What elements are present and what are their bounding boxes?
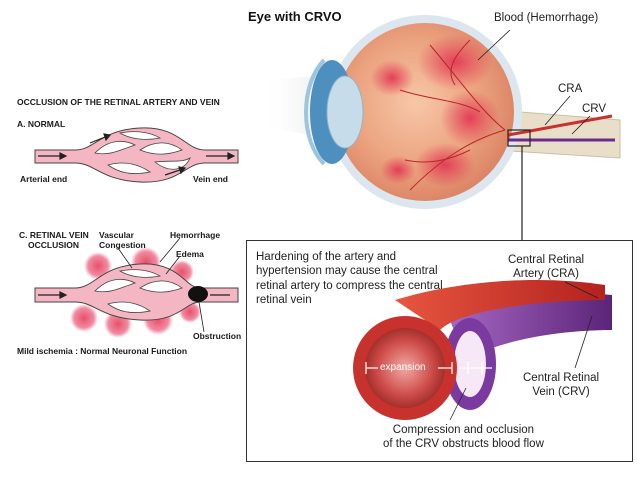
crv-central-label: Central Retinal Vein (CRV)	[523, 371, 599, 399]
cra-label: CRA	[558, 83, 583, 95]
crv-central-line1: Central Retinal	[523, 372, 600, 384]
zoom-box	[507, 129, 531, 147]
obstruction-label: Obstruction	[193, 331, 242, 341]
crv-pointer	[571, 115, 591, 135]
compression-caption: Compression and occlusion of the CRV obs…	[383, 423, 544, 451]
cra-tube	[395, 280, 605, 330]
cra-central-line2: Artery (CRA)	[513, 268, 579, 280]
cra-leader	[564, 281, 599, 299]
lens	[326, 75, 364, 149]
crv-central-line2: Vein (CRV)	[532, 386, 590, 398]
caption-leader	[449, 387, 467, 421]
occlusion-title: OCCLUSION OF THE RETINAL ARTERY AND VEIN	[17, 97, 220, 107]
caption-line2: of the CRV obstructs blood flow	[383, 438, 544, 450]
cornea	[304, 58, 326, 166]
eye-title: Eye with CRVO	[248, 9, 342, 24]
blood-label: Blood (Hemorrhage)	[494, 12, 599, 24]
normal-vessel-network	[34, 127, 239, 183]
expansion-label: expansion	[380, 362, 426, 373]
caption-line1: Compression and occlusion	[392, 424, 535, 436]
congestion-label: Congestion	[99, 240, 146, 250]
cra-pointer	[544, 95, 571, 126]
hemorrhage-blob	[370, 60, 414, 96]
detail-description: Hardening of the artery and hypertension…	[256, 251, 443, 306]
cra-lumen	[365, 328, 445, 408]
cra-central-line1: Central Retinal	[508, 254, 585, 266]
mild-ischemia-footer: Mild ischemia : Normal Neuronal Function	[17, 346, 188, 356]
vessel-cross-section	[353, 280, 612, 421]
hemorrhage-blob	[417, 34, 493, 90]
normal-heading: A. NORMAL	[17, 119, 66, 129]
crv-leader	[574, 315, 593, 369]
eye-illustration	[262, 15, 621, 240]
rvo-vessel-network	[34, 237, 239, 338]
blood-pointer	[477, 29, 511, 61]
vascular-label: Vascular	[99, 230, 134, 240]
cra-vessel	[507, 114, 613, 137]
edema-label: Edema	[176, 249, 204, 259]
hemorrhage-blob	[380, 156, 416, 184]
vein-end-label: Vein end	[193, 174, 228, 184]
rvo-heading: C. RETINAL VEIN	[19, 230, 89, 240]
hemorrhage-label: Hemorrhage	[170, 230, 221, 240]
crv-label: CRV	[582, 103, 607, 115]
rvo-heading-line2: OCCLUSION	[28, 240, 79, 250]
hemorrhage-blob	[415, 143, 475, 187]
expansion-arrows	[365, 362, 492, 374]
obstruction-clot	[188, 286, 208, 302]
crv-lumen	[454, 331, 486, 397]
hemorrhage-blob	[440, 90, 500, 146]
retinal-vessels	[399, 39, 506, 191]
arterial-end-label: Arterial end	[20, 174, 68, 184]
cra-central-label: Central Retinal Artery (CRA)	[508, 253, 584, 281]
